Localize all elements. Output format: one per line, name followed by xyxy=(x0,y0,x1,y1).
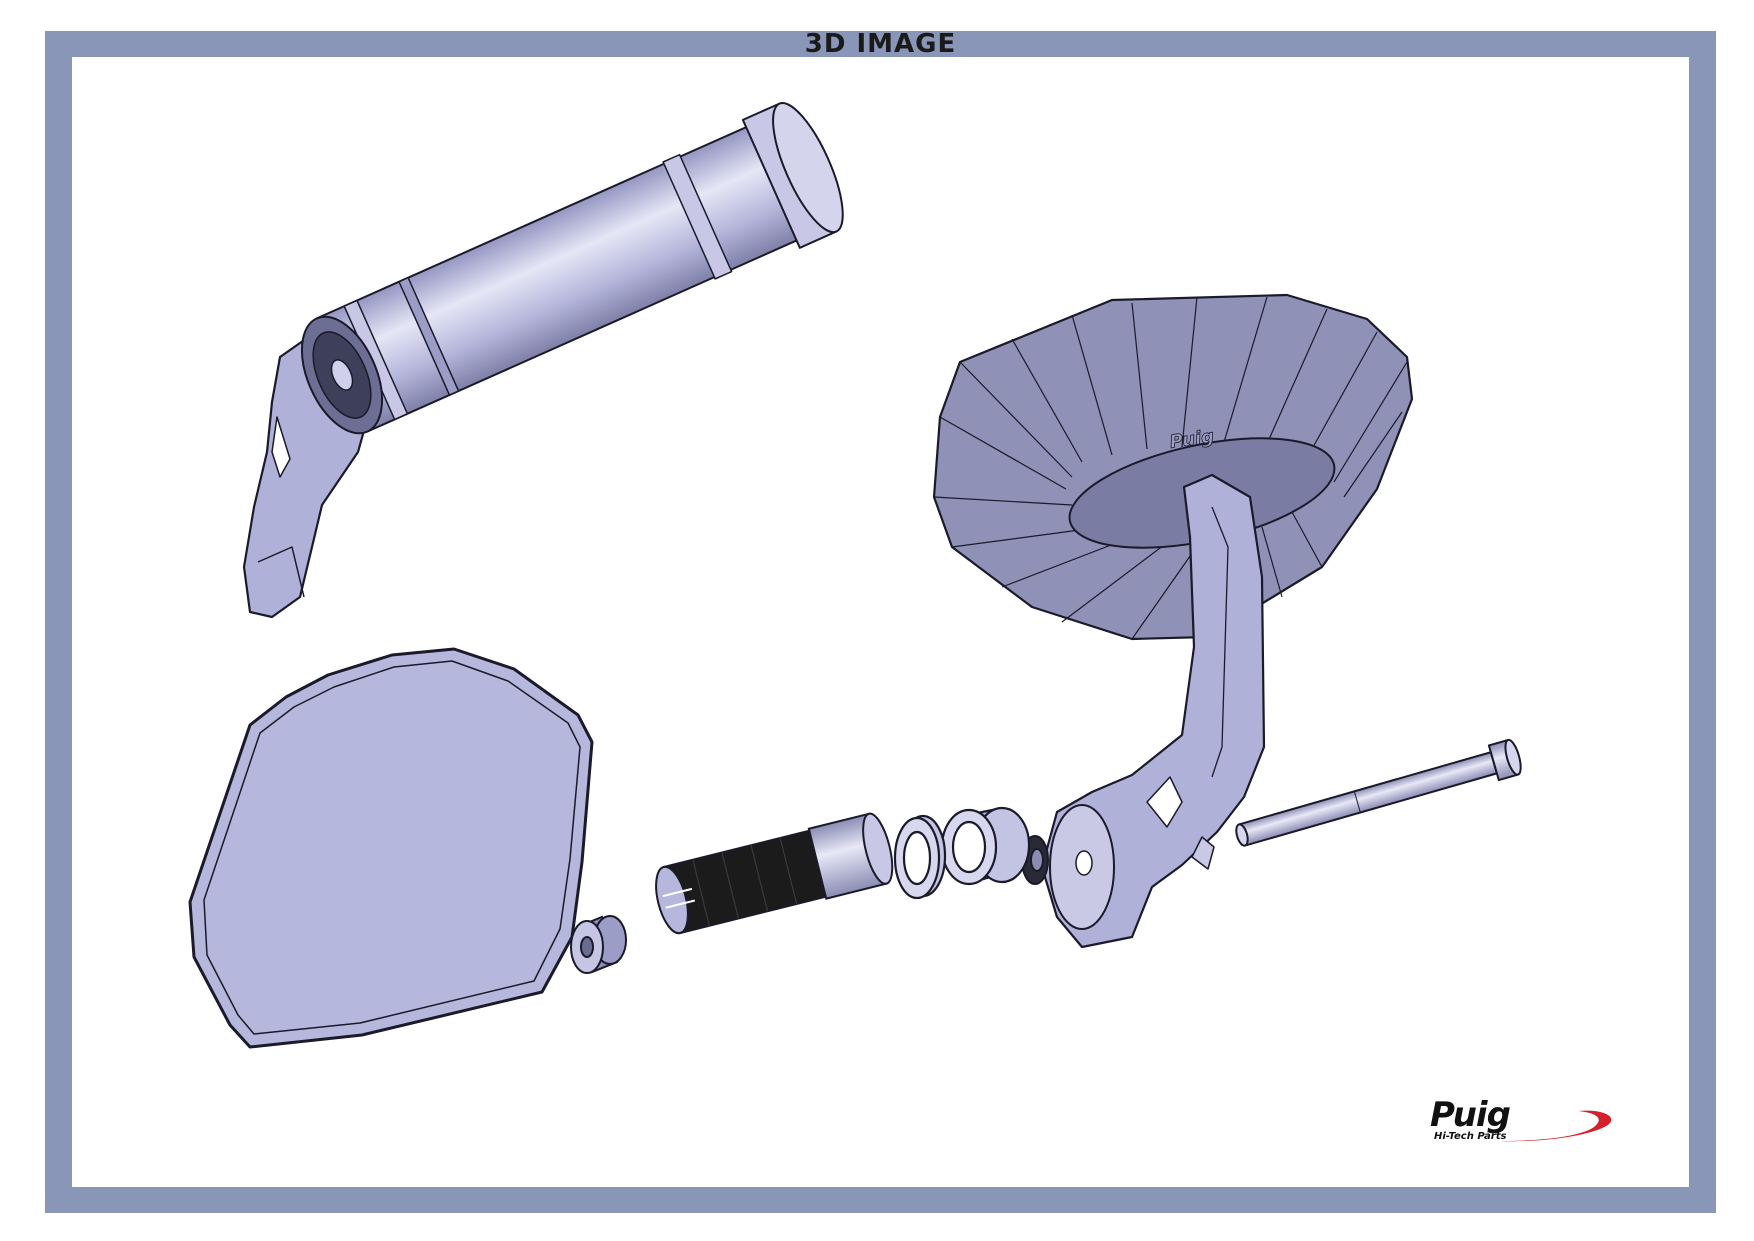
mounting-bolt xyxy=(1235,738,1522,847)
left-grip-tube xyxy=(300,101,844,435)
outer-frame: 3D IMAGE xyxy=(45,31,1716,1213)
logo-swoosh-icon xyxy=(1500,1110,1612,1142)
spacer-ring xyxy=(940,806,1031,886)
left-mirror-glass xyxy=(188,647,594,1049)
brand-name: Puig xyxy=(1430,1095,1511,1135)
assembled-mirror xyxy=(188,101,844,1049)
end-nut xyxy=(570,915,627,974)
technical-drawing: Puig xyxy=(188,101,1522,1049)
drawing-panel: Puig xyxy=(72,57,1689,1187)
expansion-insert xyxy=(655,812,894,935)
washer-ring xyxy=(893,814,947,900)
right-mirror-arm xyxy=(1040,473,1266,949)
right-mirror-head: Puig xyxy=(932,293,1414,641)
brand-tagline: Hi-Tech Parts xyxy=(1434,1131,1507,1142)
page-title: 3D IMAGE xyxy=(804,29,957,59)
puig-logo: Puig Hi-Tech Parts xyxy=(1430,1097,1616,1149)
